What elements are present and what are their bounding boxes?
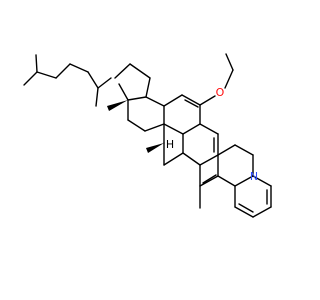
c10-methyl-wedge xyxy=(146,143,164,153)
side-chain xyxy=(23,54,112,107)
ring-d xyxy=(114,63,151,101)
angular-methyls xyxy=(107,100,164,153)
pyridine-ring xyxy=(199,144,254,209)
oxygen-atom-label: O xyxy=(216,86,225,99)
c13-methyl-wedge xyxy=(107,100,128,111)
ring-c xyxy=(127,96,165,132)
molecule-canvas: O N H xyxy=(23,53,272,218)
benzo-ring xyxy=(234,175,272,218)
ring-b xyxy=(163,94,201,135)
nitrogen-atom-label: N xyxy=(250,170,258,183)
molecule-structure: O N H xyxy=(23,53,272,218)
hydrogen-atom-label: H xyxy=(166,138,174,151)
ethoxy-group xyxy=(199,53,234,106)
ring-a xyxy=(163,123,219,166)
